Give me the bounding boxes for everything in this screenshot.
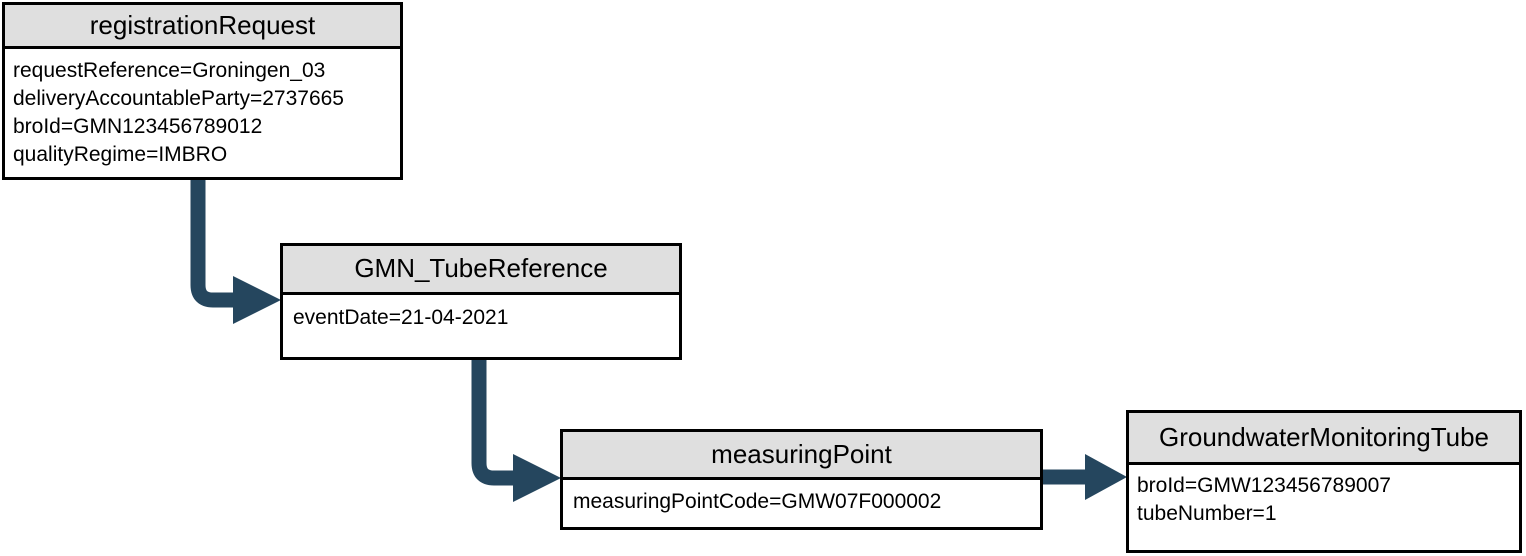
connector-measuring-point-to-groundwater-monitoring-tube (1043, 454, 1127, 500)
attribute-quality-regime: qualityRegime=IMBRO (13, 143, 228, 166)
node-measuring-point-header: measuringPoint (563, 432, 1040, 480)
node-gmn-tube-reference[interactable]: GMN_TubeReference eventDate=21-04-2021 (280, 243, 682, 360)
attribute-event-date: eventDate=21-04-2021 (293, 306, 509, 329)
connector-registration-request-to-gmn-tube-reference (190, 179, 281, 324)
attribute-request-reference: requestReference=Groningen_03 (13, 59, 326, 82)
node-registration-request-header: registrationRequest (5, 5, 400, 49)
node-registration-request-body: requestReference=Groningen_03 deliveryAc… (5, 49, 400, 177)
attribute-delivery-accountable-party: deliveryAccountableParty=2737665 (13, 87, 344, 110)
node-groundwater-monitoring-tube[interactable]: GroundwaterMonitoringTube broId=GMW12345… (1126, 410, 1522, 553)
node-measuring-point[interactable]: measuringPoint measuringPointCode=GMW07F… (560, 429, 1043, 530)
attribute-tube-number: tubeNumber=1 (1137, 502, 1277, 525)
node-gmn-tube-reference-body: eventDate=21-04-2021 (283, 295, 679, 357)
node-groundwater-monitoring-tube-header: GroundwaterMonitoringTube (1129, 413, 1519, 465)
attribute-groundwater-bro-id: broId=GMW123456789007 (1137, 474, 1391, 497)
connector-gmn-tube-reference-to-measuring-point (471, 359, 561, 502)
node-registration-request[interactable]: registrationRequest requestReference=Gro… (2, 2, 403, 180)
node-groundwater-monitoring-tube-body: broId=GMW123456789007 tubeNumber=1 (1129, 465, 1519, 550)
attribute-measuring-point-code: measuringPointCode=GMW07F000002 (573, 490, 942, 513)
node-gmn-tube-reference-header: GMN_TubeReference (283, 246, 679, 295)
node-measuring-point-body: measuringPointCode=GMW07F000002 (563, 480, 1040, 527)
attribute-bro-id: broId=GMN123456789012 (13, 115, 263, 138)
